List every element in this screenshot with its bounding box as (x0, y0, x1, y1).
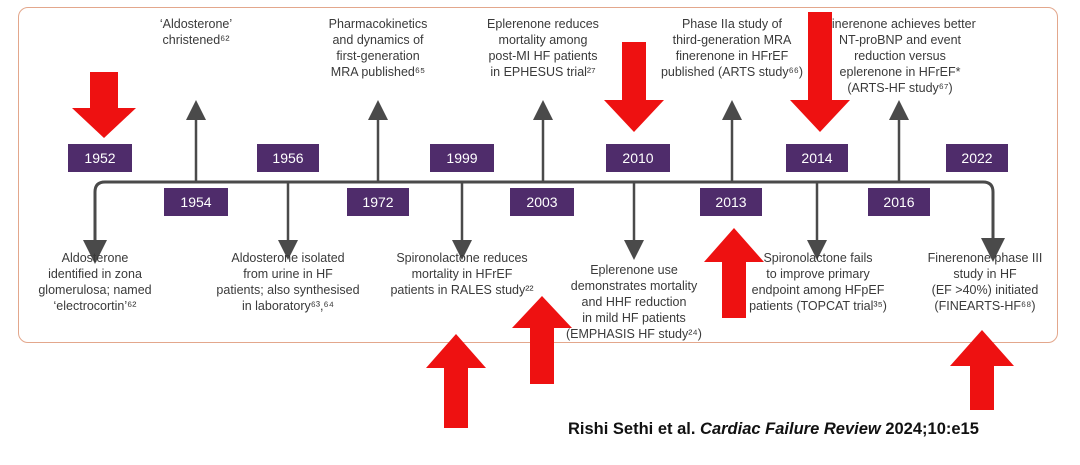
year-1972: 1972 (347, 188, 409, 216)
red-arrow-up-1956 (426, 334, 486, 428)
year-2022: 2022 (946, 144, 1008, 172)
year-1954: 1954 (164, 188, 228, 216)
year-1952: 1952 (68, 144, 132, 172)
year-1956: 1956 (257, 144, 319, 172)
red-arrow-up-2013 (704, 228, 764, 318)
red-arrow-up-1999 (512, 296, 572, 384)
year-2016: 2016 (868, 188, 930, 216)
red-arrow-down-1952 (72, 72, 136, 138)
year-1999: 1999 (430, 144, 494, 172)
red-arrow-up-2022 (950, 330, 1014, 410)
red-arrow-down-2016 (790, 12, 850, 132)
year-2010: 2010 (606, 144, 670, 172)
year-2013: 2013 (700, 188, 762, 216)
citation: Rishi Sethi et al. Cardiac Failure Revie… (568, 420, 979, 438)
red-arrow-down-2010 (604, 42, 664, 132)
year-2014: 2014 (786, 144, 848, 172)
event-1954-text: ‘Aldosterone’christened⁶² (159, 17, 233, 47)
year-2003: 2003 (510, 188, 574, 216)
